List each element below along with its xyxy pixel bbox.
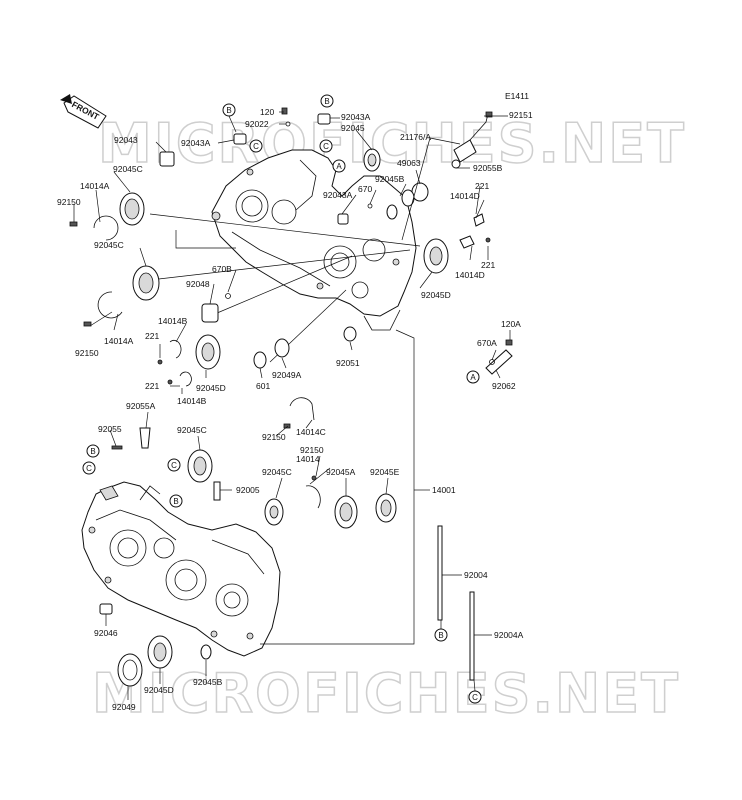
svg-text:C: C: [86, 464, 92, 473]
callout-c-mid: C: [167, 458, 181, 472]
label-92150-3: 92150: [262, 432, 286, 442]
label-221-d: 221: [145, 381, 159, 391]
label-14014d-2: 14014D: [455, 270, 485, 280]
watermark-top: MICROFICHES.NET: [98, 112, 686, 175]
label-92043a-top: 92043A: [341, 112, 371, 122]
diagram-code: E1411: [505, 91, 529, 101]
svg-text:C: C: [323, 142, 329, 151]
label-120: 120: [260, 107, 274, 117]
label-221-a: 221: [475, 181, 489, 191]
label-92004: 92004: [464, 570, 488, 580]
label-14001: 14001: [432, 485, 456, 495]
left-crankcase-half: [81, 481, 281, 657]
callout-c-left: C: [82, 461, 96, 475]
label-670a: 670A: [477, 338, 497, 348]
label-92045b-top: 92045B: [375, 174, 405, 184]
svg-text:C: C: [472, 693, 478, 702]
part-labels: 120 92022 92043A 92045 92043 92043A 9204…: [57, 107, 533, 712]
label-92046: 92046: [94, 628, 118, 638]
label-221-b: 221: [481, 260, 495, 270]
label-92051: 92051: [336, 358, 360, 368]
label-92151: 92151: [509, 110, 533, 120]
label-92045d-top: 92045D: [421, 290, 451, 300]
callout-b-top-left: B: [222, 103, 237, 133]
upper-parts: [69, 107, 513, 429]
label-92005: 92005: [236, 485, 260, 495]
svg-text:B: B: [226, 106, 231, 115]
label-14014c: 14014C: [296, 427, 326, 437]
callout-c-top-1: C: [249, 139, 263, 153]
alignment-lines: [149, 213, 421, 363]
callout-a-top: A: [332, 159, 346, 173]
label-92150-4: 92150: [300, 445, 324, 455]
label-14014a-2: 14014A: [104, 336, 134, 346]
label-92045e: 92045E: [370, 467, 400, 477]
label-92055: 92055: [98, 424, 122, 434]
label-92004a: 92004A: [494, 630, 524, 640]
label-92045d-bot: 92045D: [144, 685, 174, 695]
svg-text:B: B: [90, 447, 95, 456]
svg-text:B: B: [173, 497, 178, 506]
callout-c-bottom: C: [468, 679, 482, 704]
leader-lines: [73, 111, 511, 700]
callout-b-top-right: B: [320, 94, 334, 108]
label-92150-1: 92150: [57, 197, 81, 207]
right-crankcase-half: [211, 149, 417, 331]
callout-b-mid: B: [169, 494, 183, 508]
assembly-bracket: [260, 329, 430, 645]
label-92045c-3: 92045C: [177, 425, 207, 435]
label-92045c-1: 92045C: [113, 164, 143, 174]
svg-text:B: B: [324, 97, 329, 106]
label-92150-2: 92150: [75, 348, 99, 358]
label-21176a: 21176/A: [400, 132, 431, 142]
front-arrow-icon: FRONT: [60, 94, 107, 129]
label-120a: 120A: [501, 319, 521, 329]
label-49063: 49063: [397, 158, 421, 168]
svg-text:C: C: [253, 142, 259, 151]
callout-c-top-2: C: [319, 139, 333, 153]
label-92045c-4: 92045C: [262, 467, 292, 477]
label-92055b: 92055B: [473, 163, 503, 173]
label-670: 670: [358, 184, 372, 194]
label-14014a-1: 14014A: [80, 181, 110, 191]
label-92049a: 92049A: [272, 370, 302, 380]
svg-text:C: C: [171, 461, 177, 470]
callout-a-right: A: [466, 370, 480, 384]
label-92062: 92062: [492, 381, 516, 391]
label-14014b-2: 14014B: [177, 396, 207, 406]
label-92043a-left: 92043A: [181, 138, 211, 148]
label-14014: 14014: [296, 454, 320, 464]
label-92045a: 92045A: [326, 467, 356, 477]
label-92022: 92022: [245, 119, 269, 129]
label-601: 601: [256, 381, 270, 391]
label-14014b-1: 14014B: [158, 316, 188, 326]
svg-text:A: A: [336, 162, 342, 171]
svg-text:A: A: [470, 373, 476, 382]
label-92043: 92043: [114, 135, 138, 145]
label-92045-top: 92045: [341, 123, 365, 133]
label-92045b-bot: 92045B: [193, 677, 223, 687]
label-92045c-2: 92045C: [94, 240, 124, 250]
label-92045d-mid: 92045D: [196, 383, 226, 393]
callouts: B B C C A A B C: [82, 94, 482, 704]
label-92043a-mid: 92043A: [323, 190, 353, 200]
label-14014d-1: 14014D: [450, 191, 480, 201]
callout-b-bottom: B: [434, 620, 448, 642]
label-221-c: 221: [145, 331, 159, 341]
label-670b: 670B: [212, 264, 232, 274]
watermark-bottom: MICROFICHES.NET: [92, 662, 680, 725]
callout-b-left: B: [86, 444, 100, 458]
label-92048: 92048: [186, 279, 210, 289]
label-92049: 92049: [112, 702, 136, 712]
lower-parts: [99, 427, 475, 687]
label-92055a: 92055A: [126, 401, 156, 411]
svg-text:B: B: [438, 631, 443, 640]
